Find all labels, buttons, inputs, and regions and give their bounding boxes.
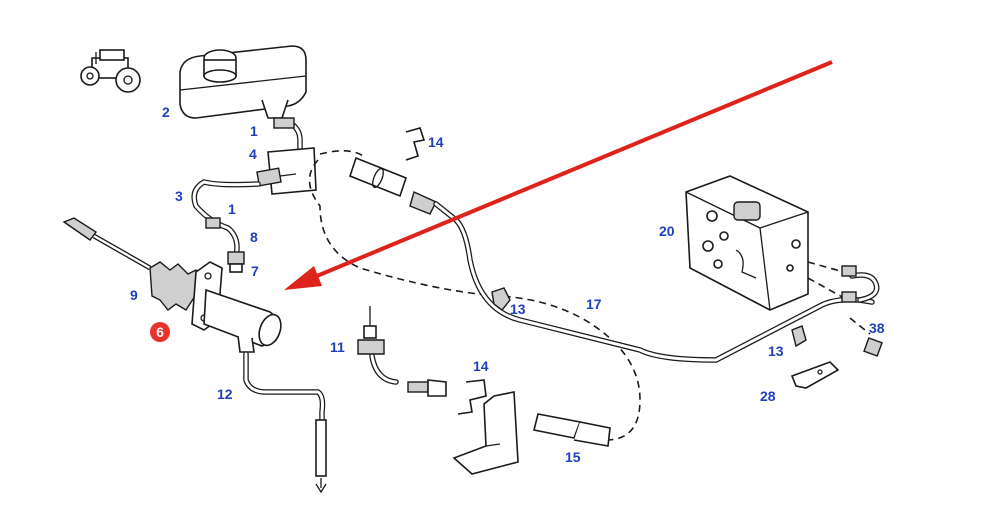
indicator-arrow [284, 60, 833, 290]
callout-7: 7 [251, 263, 259, 279]
callout-3: 3 [175, 188, 183, 204]
reservoir-part [179, 45, 307, 153]
callout-1-lower: 1 [228, 201, 236, 217]
callout-20: 20 [659, 223, 675, 239]
bracket-part-28 [790, 361, 840, 389]
feed-hose-part [191, 179, 261, 273]
callout-38: 38 [869, 320, 885, 336]
push-rod-part [62, 217, 152, 271]
tractor-icon [80, 49, 141, 93]
bracket-connector-part [256, 147, 317, 195]
clip-part-right [791, 325, 807, 348]
bleed-fitting-part [357, 306, 399, 385]
dashed-hose-route [308, 150, 641, 441]
callout-2: 2 [162, 104, 170, 120]
callout-9: 9 [130, 287, 138, 303]
callout-6: 6 [156, 324, 164, 340]
return-pipe-part [243, 351, 327, 494]
clip-part-middle [491, 287, 511, 311]
callout-13-right: 13 [768, 343, 784, 359]
callout-12: 12 [217, 386, 233, 402]
callout-28: 28 [760, 388, 776, 404]
slave-cylinder-part [149, 261, 282, 353]
hose-end-part [533, 413, 611, 447]
callout-11: 11 [330, 339, 345, 355]
upper-fitting-part [349, 127, 437, 215]
fitting-part-38 [849, 317, 883, 357]
callout-14-upper: 14 [428, 134, 444, 150]
callout-1-upper: 1 [250, 123, 258, 139]
callout-8: 8 [250, 229, 258, 245]
callout-17: 17 [586, 296, 602, 312]
callout-14-lower: 14 [473, 358, 489, 374]
callout-4: 4 [249, 146, 257, 162]
highlighted-part-badge: 6 [150, 322, 170, 342]
callout-13-middle: 13 [510, 301, 526, 317]
main-pipe-part [433, 201, 880, 363]
lower-fitting-part [407, 379, 519, 475]
valve-block-part [685, 175, 857, 311]
callout-15: 15 [565, 449, 581, 465]
